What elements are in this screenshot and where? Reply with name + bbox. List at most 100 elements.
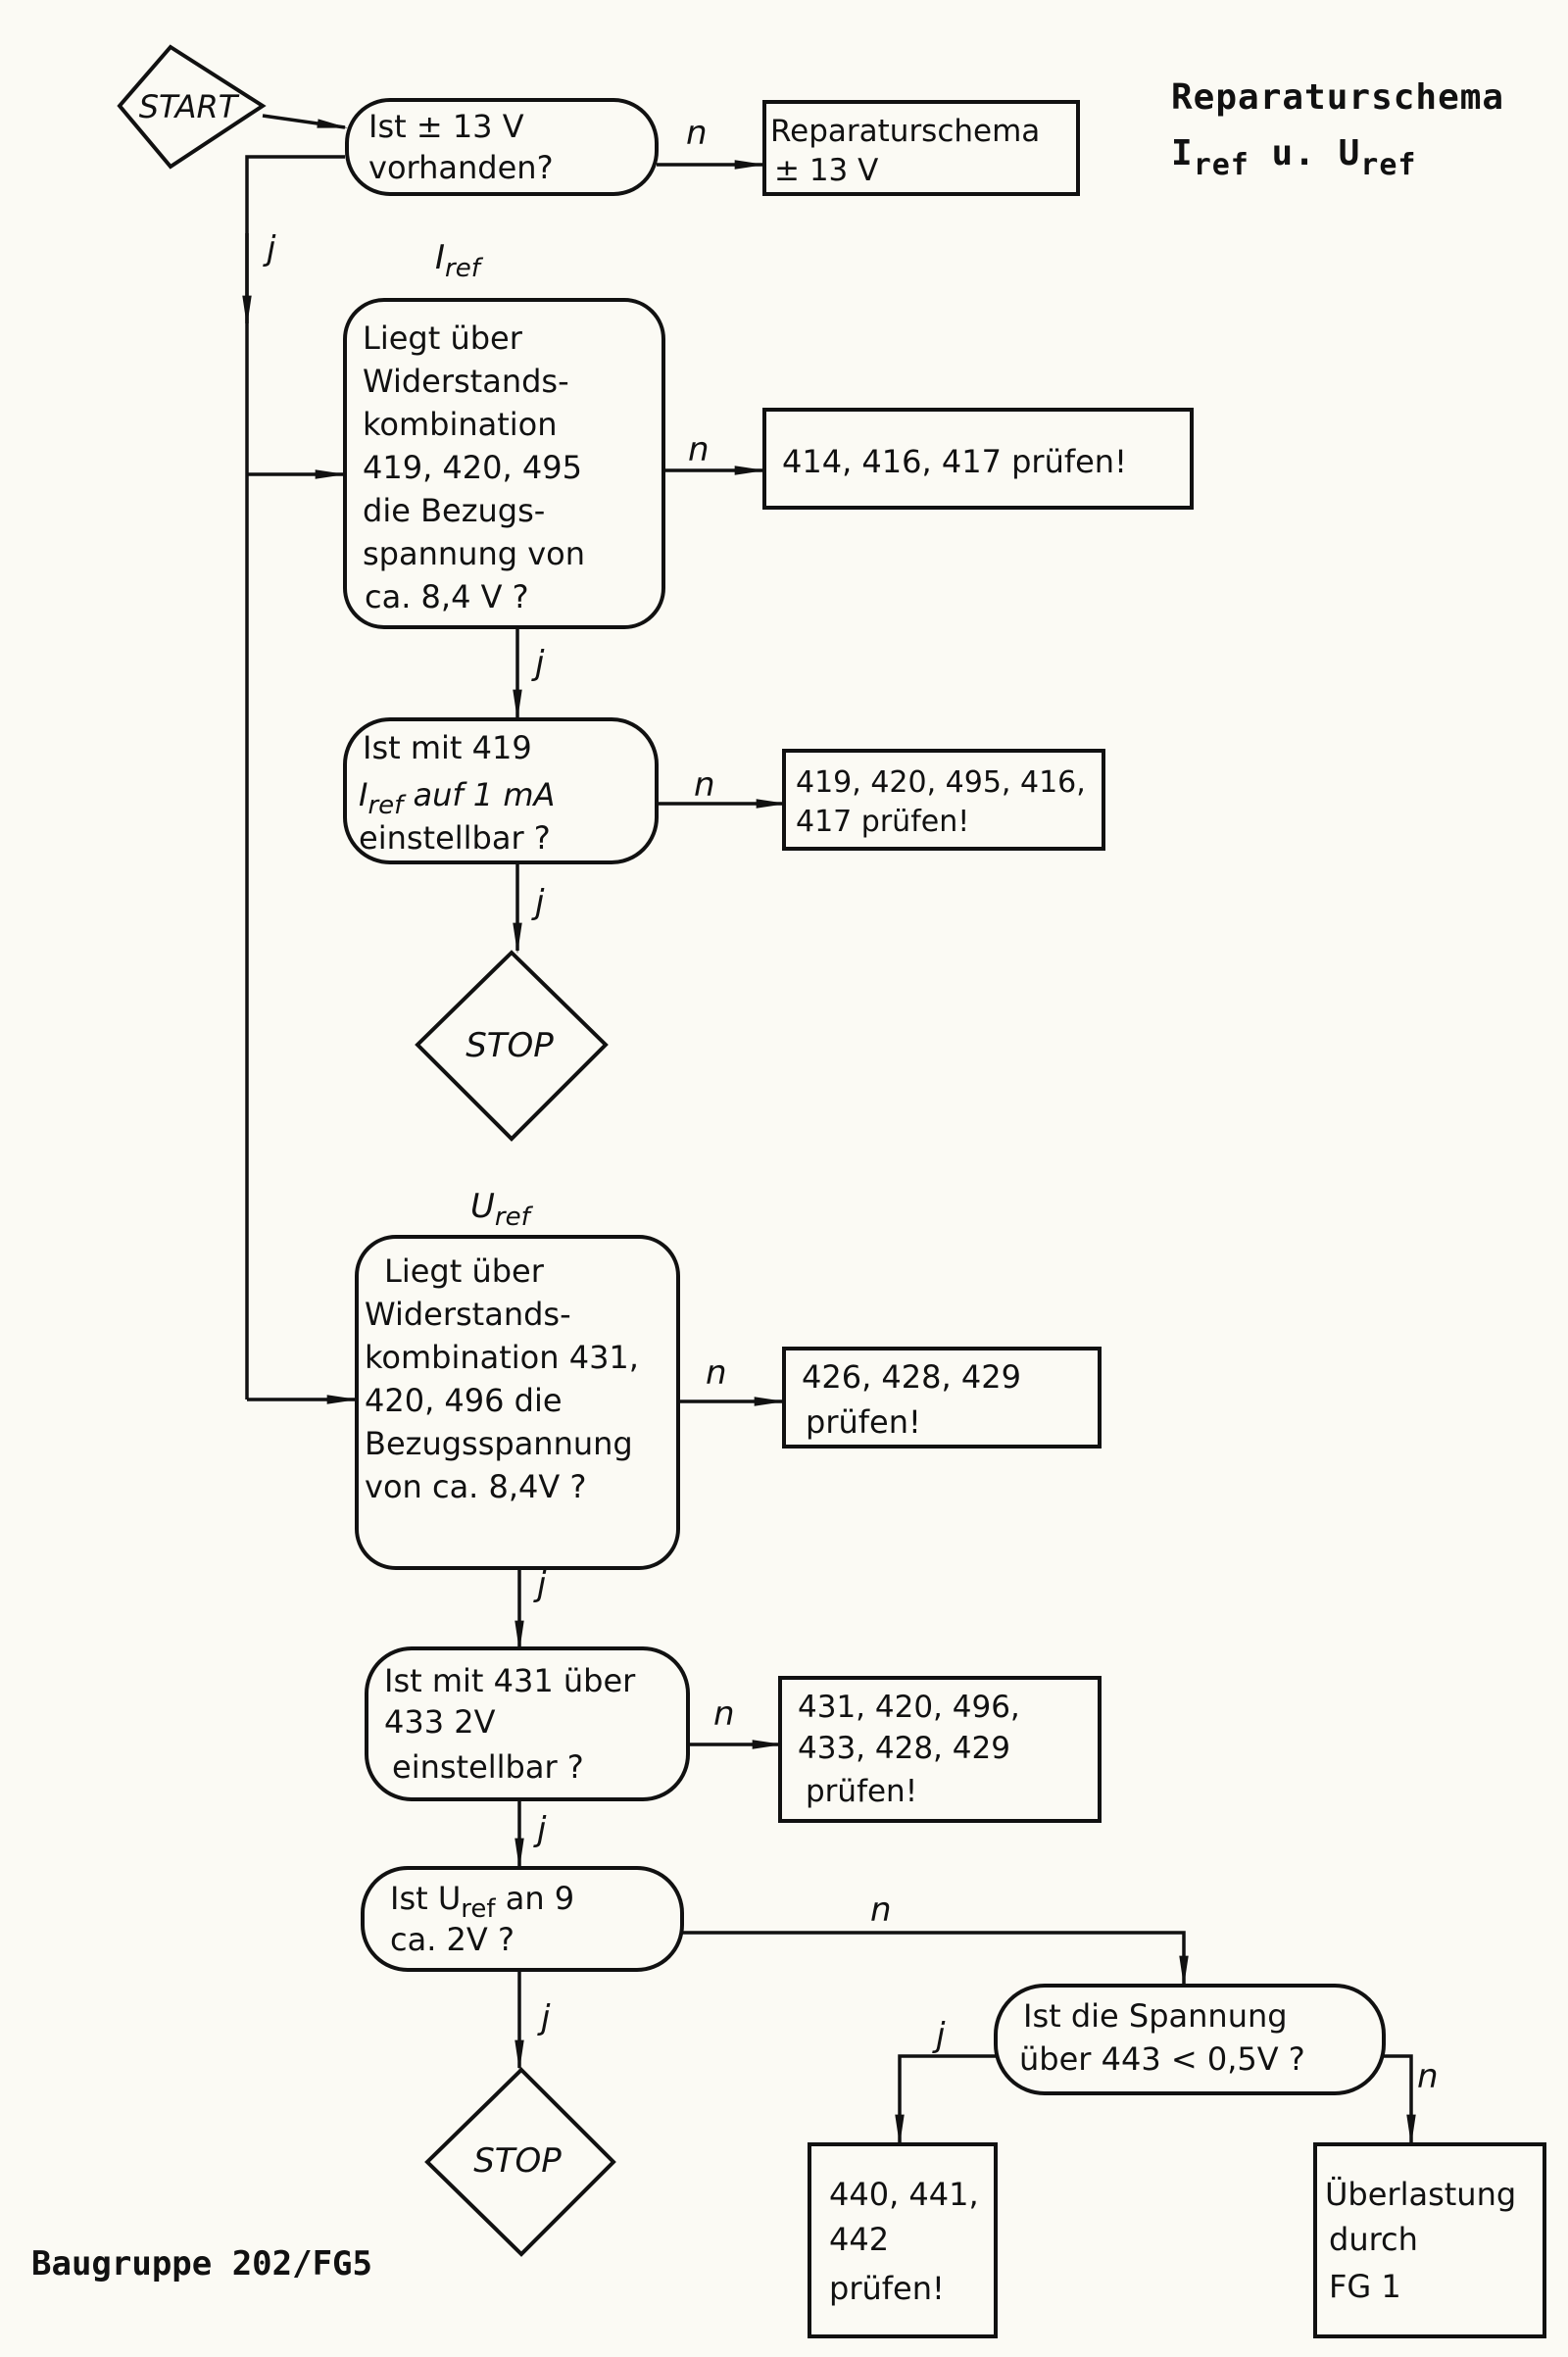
- decision-uref-reference-line: von ca. 8,4V ?: [365, 1468, 586, 1505]
- decision-uref-pin9-text: Ist Uref an 9 ca. 2V ?: [390, 1880, 584, 1958]
- action-uref-adjust-line: prüfen!: [806, 1774, 917, 1809]
- action-uref-reference-line: 426, 428, 429: [802, 1358, 1021, 1396]
- edge-quref9-no: [682, 1931, 1189, 1988]
- title-uref: U: [1338, 133, 1361, 174]
- action-iref-adjust-line: 419, 420, 495, 416,: [796, 765, 1086, 800]
- action-iref-adjust: 419, 420, 495, 416, 417 prüfen!: [782, 749, 1105, 851]
- action-13v-box: [762, 100, 1080, 196]
- decision-uref-reference-line: 420, 496 die: [365, 1382, 563, 1419]
- decision-uref-adjust-line: Ist mit 431 über: [384, 1662, 636, 1699]
- decision-iref-reference-line: spannung von: [363, 535, 585, 572]
- action-iref-reference-text: 414, 416, 417 prüfen!: [782, 443, 1127, 480]
- action-443-yes-box: [808, 2142, 998, 2338]
- action-13v-text: Reparaturschema ± 13 V: [770, 114, 1050, 188]
- label-no: n: [688, 430, 710, 469]
- start-diamond: [117, 44, 267, 170]
- decision-iref-reference-line: kombination: [363, 406, 558, 443]
- decision-uref-reference-text: Liegt über Widerstands- kombination 431,…: [365, 1252, 649, 1505]
- decision-uref-pin9-box: [361, 1866, 684, 1972]
- decision-voltage-443-box: [994, 1984, 1386, 2095]
- decision-iref-adjust-text: Ist mit 419 Iref auf 1 mA einstellbar ?: [359, 729, 565, 857]
- branch-labels: n j n j n j n j n j n j j n: [263, 114, 1439, 2096]
- action-443-yes-line: prüfen!: [829, 2270, 945, 2307]
- title-line-1: Reparaturschema: [1171, 77, 1505, 118]
- edge-q443-no: [1384, 2054, 1416, 2146]
- action-443-no: Überlastung durch FG 1: [1313, 2142, 1546, 2338]
- stop-node-1: STOP: [415, 950, 609, 1142]
- action-iref-reference-line: 414, 416, 417 prüfen!: [782, 443, 1127, 480]
- edge-spine-yes: [245, 155, 345, 1399]
- decision-13v-line: vorhanden?: [368, 149, 554, 186]
- action-uref-adjust: 431, 420, 496, 433, 428, 429 prüfen!: [778, 1676, 1102, 1823]
- section-label-iref: Iref: [435, 238, 484, 283]
- start-node: START: [117, 44, 267, 170]
- title-uref-sub: ref: [1360, 148, 1417, 183]
- label-no: n: [1417, 2057, 1439, 2096]
- decision-uref-reference-line: kombination 431,: [365, 1339, 639, 1376]
- decision-voltage-443-line: über 443 < 0,5V ?: [1019, 2040, 1305, 2078]
- action-443-yes-line: 440, 441,: [829, 2176, 979, 2213]
- decision-iref-adjust-line: auf 1 mA: [403, 776, 555, 813]
- label-no: n: [694, 765, 715, 805]
- decision-iref-reference-line: ca. 8,4 V ?: [365, 578, 529, 615]
- decision-iref-adjust-iref-sub: ref: [368, 791, 407, 820]
- stop-text-2: STOP: [473, 2141, 562, 2181]
- decision-iref-reference-line: die Bezugs-: [363, 492, 545, 529]
- action-uref-adjust-line: 433, 428, 429: [798, 1731, 1010, 1766]
- decision-voltage-443-text: Ist die Spannung über 443 < 0,5V ?: [1019, 1997, 1305, 2078]
- section-uref-main: U: [470, 1187, 495, 1226]
- action-uref-adjust-line: 431, 420, 496,: [798, 1690, 1020, 1725]
- action-443-no-text: Überlastung durch FG 1: [1325, 2176, 1526, 2305]
- action-13v-line: Reparaturschema: [770, 114, 1040, 149]
- decision-uref-adjust-line: einstellbar ?: [392, 1748, 584, 1786]
- decision-uref-pin9-sub: ref: [461, 1894, 496, 1924]
- label-no: n: [870, 1891, 892, 1930]
- decision-uref-pin9-line: an 9: [496, 1880, 575, 1917]
- stop-node-2: STOP: [424, 2067, 616, 2257]
- label-yes: j: [531, 644, 545, 683]
- action-uref-adjust-text: 431, 420, 496, 433, 428, 429 prüfen!: [798, 1690, 1030, 1809]
- decision-uref-reference-line: Widerstands-: [365, 1296, 571, 1333]
- title-line-2: Iref u. Uref: [1171, 132, 1504, 183]
- decision-13v-text: Ist ± 13 V vorhanden?: [368, 108, 554, 186]
- label-yes: j: [531, 883, 545, 922]
- decision-iref-reference-line: 419, 420, 495: [363, 449, 582, 486]
- action-13v-line: ± 13 V: [774, 153, 878, 188]
- decision-uref-reference-line: Bezugsspannung: [365, 1425, 633, 1462]
- decision-iref-reference: Liegt über Widerstands- kombination 419,…: [343, 298, 665, 629]
- action-uref-adjust-box: [778, 1676, 1102, 1823]
- action-iref-reference-box: [762, 408, 1194, 510]
- decision-uref-adjust-line: 433 2V: [384, 1703, 496, 1741]
- decision-voltage-443: Ist die Spannung über 443 < 0,5V ?: [994, 1984, 1386, 2095]
- decision-uref-reference: Liegt über Widerstands- kombination 431,…: [355, 1235, 680, 1570]
- action-13v: Reparaturschema ± 13 V: [762, 100, 1080, 196]
- section-iref-main: I: [435, 238, 445, 277]
- title-iref: I: [1171, 133, 1194, 174]
- label-no: n: [686, 114, 708, 153]
- decision-iref-adjust-line: einstellbar ?: [359, 819, 551, 857]
- decision-uref-pin9-line: Ist U: [390, 1880, 461, 1917]
- action-uref-reference-line: prüfen!: [806, 1403, 921, 1441]
- action-443-no-line: durch: [1329, 2221, 1418, 2258]
- decision-voltage-443-line: Ist die Spannung: [1023, 1997, 1288, 2035]
- connectors: [242, 114, 1416, 2146]
- decision-13v-box: [345, 98, 659, 196]
- decision-uref-pin9: Ist Uref an 9 ca. 2V ?: [361, 1866, 684, 1972]
- decision-uref-reference-box: [355, 1235, 680, 1570]
- footer-label: Baugruppe 202/FG5: [31, 2244, 372, 2283]
- decision-iref-reference-line: Liegt über: [363, 319, 523, 357]
- action-iref-adjust-line: 417 prüfen!: [796, 805, 969, 839]
- decision-iref-adjust: Ist mit 419 Iref auf 1 mA einstellbar ?: [343, 717, 659, 864]
- decision-uref-pin9-line: ca. 2V ?: [390, 1921, 514, 1958]
- action-443-yes-line: 442: [829, 2221, 889, 2258]
- decision-uref-adjust-text: Ist mit 431 über 433 2V einstellbar ?: [384, 1662, 645, 1786]
- action-uref-reference-text: 426, 428, 429 prüfen!: [802, 1358, 1031, 1441]
- action-iref-adjust-box: [782, 749, 1105, 851]
- decision-uref-adjust-box: [365, 1646, 690, 1801]
- page-title: Reparaturschema Iref u. Uref: [1171, 76, 1504, 183]
- label-yes: j: [533, 1810, 547, 1849]
- title-iref-sub: ref: [1193, 148, 1250, 183]
- label-yes: j: [537, 1998, 551, 2038]
- decision-iref-adjust-iref: I: [359, 776, 368, 813]
